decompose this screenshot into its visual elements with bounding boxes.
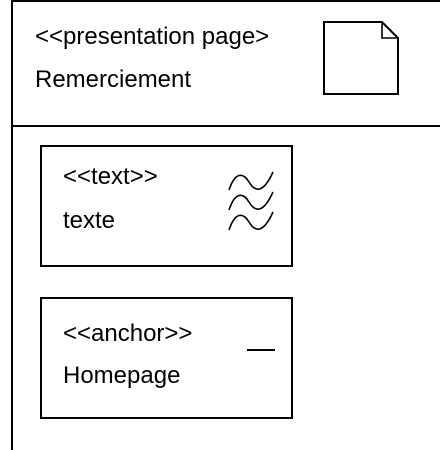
anchor-element-stereotype: <<anchor>> [63, 320, 193, 347]
compartment-divider [11, 125, 440, 127]
page-name: Remerciement [35, 66, 192, 93]
wavy-text-icon [228, 171, 274, 231]
anchor-element-box [40, 297, 293, 419]
text-element-stereotype: <<text>> [63, 163, 158, 190]
text-element-box [40, 145, 293, 267]
underline-anchor-icon [247, 349, 275, 351]
presentation-page-frame [11, 0, 440, 450]
page-folded-corner-icon [323, 21, 399, 95]
uml-diagram: <<presentation page> Remerciement <<text… [11, 0, 440, 450]
text-element-name: texte [63, 207, 116, 234]
page-stereotype: <<presentation page> [35, 23, 270, 50]
anchor-element-name: Homepage [63, 362, 181, 389]
